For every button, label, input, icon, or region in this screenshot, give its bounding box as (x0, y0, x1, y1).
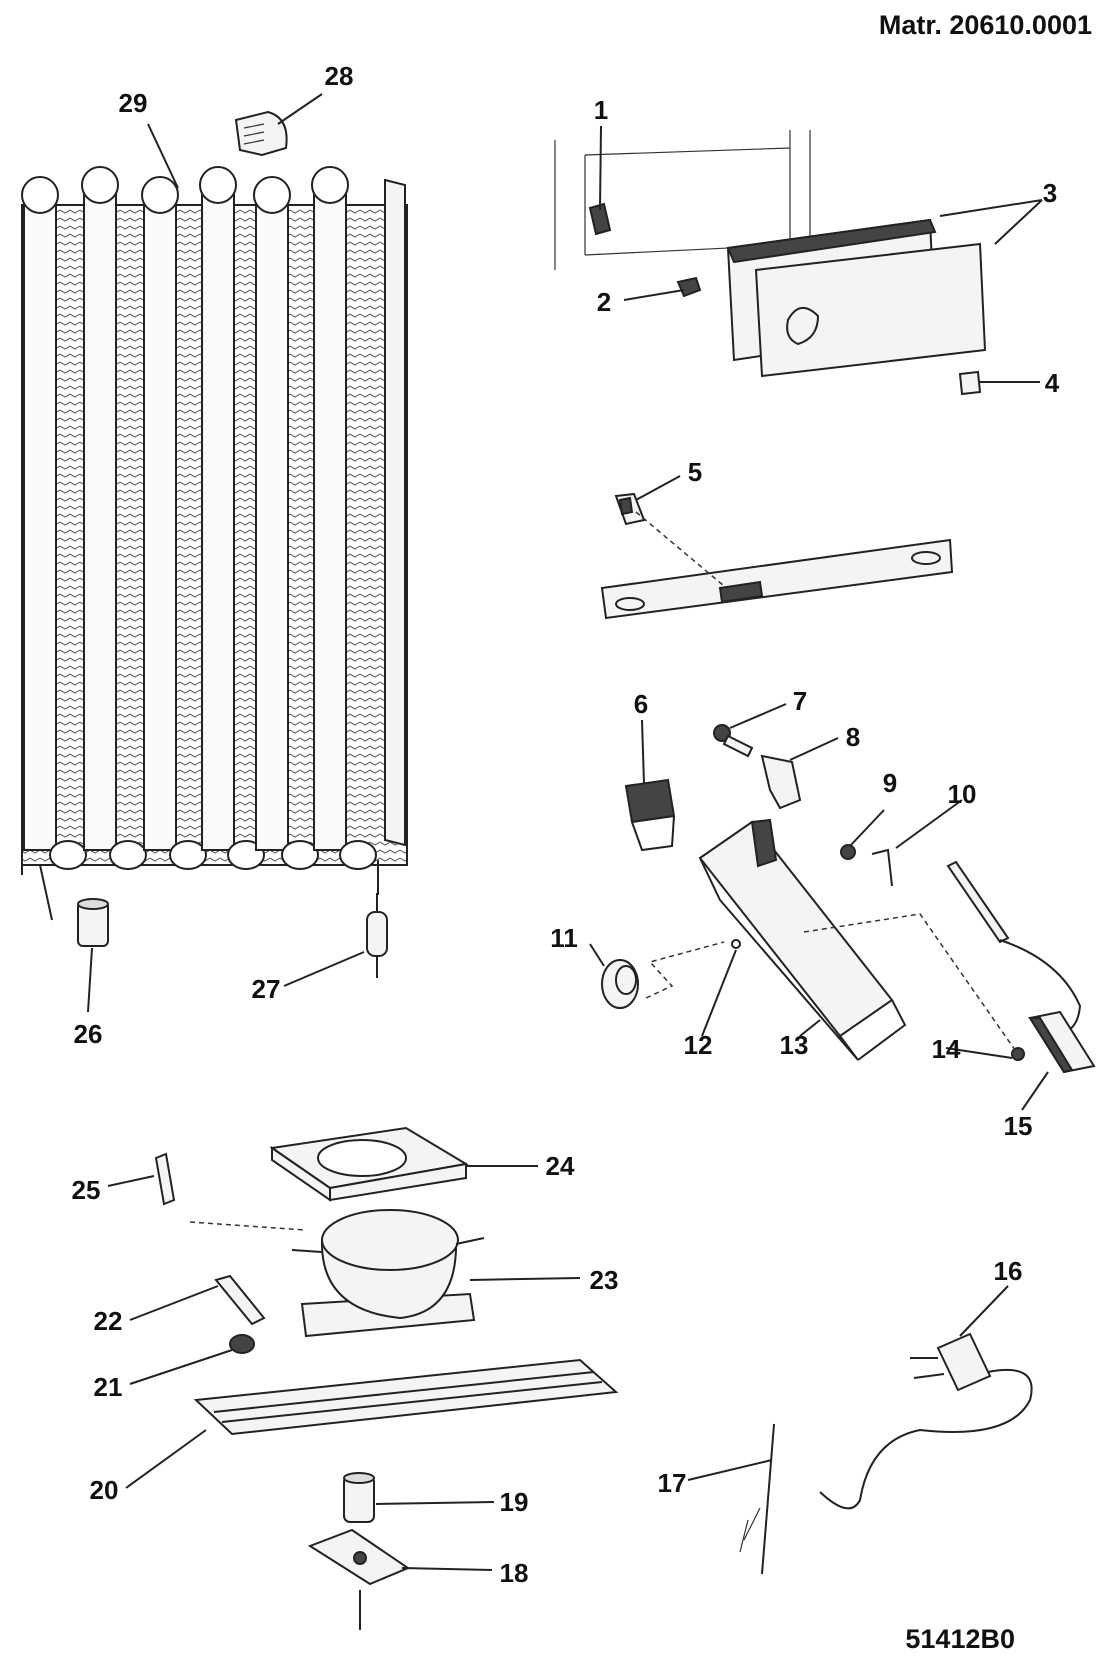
light-cover-frame (726, 218, 987, 378)
callout-7: 7 (793, 686, 807, 716)
callout-11: 11 (550, 923, 578, 953)
tube-bend-bottom (169, 840, 207, 870)
condenser-tube (23, 194, 57, 851)
tube-bend-top (253, 176, 291, 214)
terminal-connector (1028, 1010, 1096, 1074)
callout-12: 12 (684, 1030, 713, 1060)
callout-25: 25 (72, 1175, 101, 1205)
small-screw-2 (1011, 1047, 1025, 1061)
compressor (291, 1209, 485, 1338)
callout-8: 8 (846, 722, 860, 752)
leader-lines (87, 93, 1049, 1571)
dashed-leaders (189, 511, 1016, 1231)
tube-sleeve (77, 898, 109, 947)
capillary-tube (946, 860, 1082, 1035)
thermostat-bracket (624, 778, 676, 852)
condenser-tube (313, 194, 347, 851)
callout-19: 19 (500, 1487, 529, 1517)
callout-18: 18 (500, 1558, 529, 1588)
cabinet-wall-outline (554, 130, 811, 270)
tube-bend-top (141, 176, 179, 214)
bracket-strip (600, 538, 954, 620)
tube-bend-bottom (281, 840, 319, 870)
callout-13: 13 (780, 1030, 809, 1060)
callout-24: 24 (546, 1151, 575, 1181)
callout-15: 15 (1004, 1111, 1033, 1141)
callout-5: 5 (688, 457, 702, 487)
lamp-bulb (760, 754, 802, 810)
callout-2: 2 (597, 287, 611, 317)
tube-bend-top (81, 166, 119, 204)
callout-28: 28 (325, 61, 354, 91)
callout-14: 14 (932, 1034, 961, 1064)
rubber-foot (343, 1472, 375, 1523)
tube-bend-bottom (109, 840, 147, 870)
callout-20: 20 (90, 1475, 119, 1505)
callout-22: 22 (94, 1306, 123, 1336)
callout-26: 26 (74, 1019, 103, 1049)
callout-27: 27 (252, 974, 281, 1004)
tube-bend-top (21, 176, 59, 214)
screw (713, 724, 754, 758)
tube-bend-top (311, 166, 349, 204)
foot-bracket (307, 1528, 411, 1630)
compressor-clip (214, 1274, 266, 1326)
condenser-coil (21, 166, 408, 921)
mounting-plate (193, 1358, 619, 1436)
thermostat-housing (698, 818, 907, 1061)
cover-clip (958, 370, 982, 396)
callout-17: 17 (658, 1468, 687, 1498)
coil-clip (234, 110, 288, 157)
callout-1: 1 (594, 95, 608, 125)
small-screw (676, 276, 702, 298)
rubber-grommet (229, 1334, 255, 1354)
callout-23: 23 (590, 1265, 619, 1295)
power-cord (819, 1332, 1033, 1510)
callout-labels: 29 28 1 2 3 4 5 6 7 8 9 10 11 12 13 14 1… (72, 61, 1060, 1588)
condenser-tube (143, 194, 177, 851)
compressor-base-frame (269, 1126, 469, 1202)
wire-cable (739, 1423, 775, 1575)
callout-6: 6 (634, 689, 648, 719)
callout-9: 9 (883, 768, 897, 798)
condenser-tube (201, 194, 235, 851)
small-nut (840, 844, 856, 860)
filter-drier (366, 893, 388, 978)
thermostat-knob (601, 959, 639, 1009)
condenser-tube (83, 194, 117, 851)
tube-bend-bottom (339, 840, 377, 870)
drawing-code: 51412B0 (905, 1624, 1015, 1654)
callout-3: 3 (1043, 178, 1057, 208)
condenser-tube (255, 194, 289, 851)
tube-bend-bottom (49, 840, 87, 870)
matr-number: Matr. 20610.0001 (879, 10, 1092, 40)
callout-10: 10 (948, 779, 977, 809)
knob-washer (731, 939, 741, 949)
callout-4: 4 (1045, 368, 1060, 398)
callout-21: 21 (94, 1372, 123, 1402)
tube-bend-top (199, 166, 237, 204)
callout-16: 16 (994, 1256, 1023, 1286)
process-tube (154, 1152, 176, 1206)
bracket-clip (614, 492, 646, 526)
callout-29: 29 (119, 88, 148, 118)
pin-contact (871, 848, 893, 887)
